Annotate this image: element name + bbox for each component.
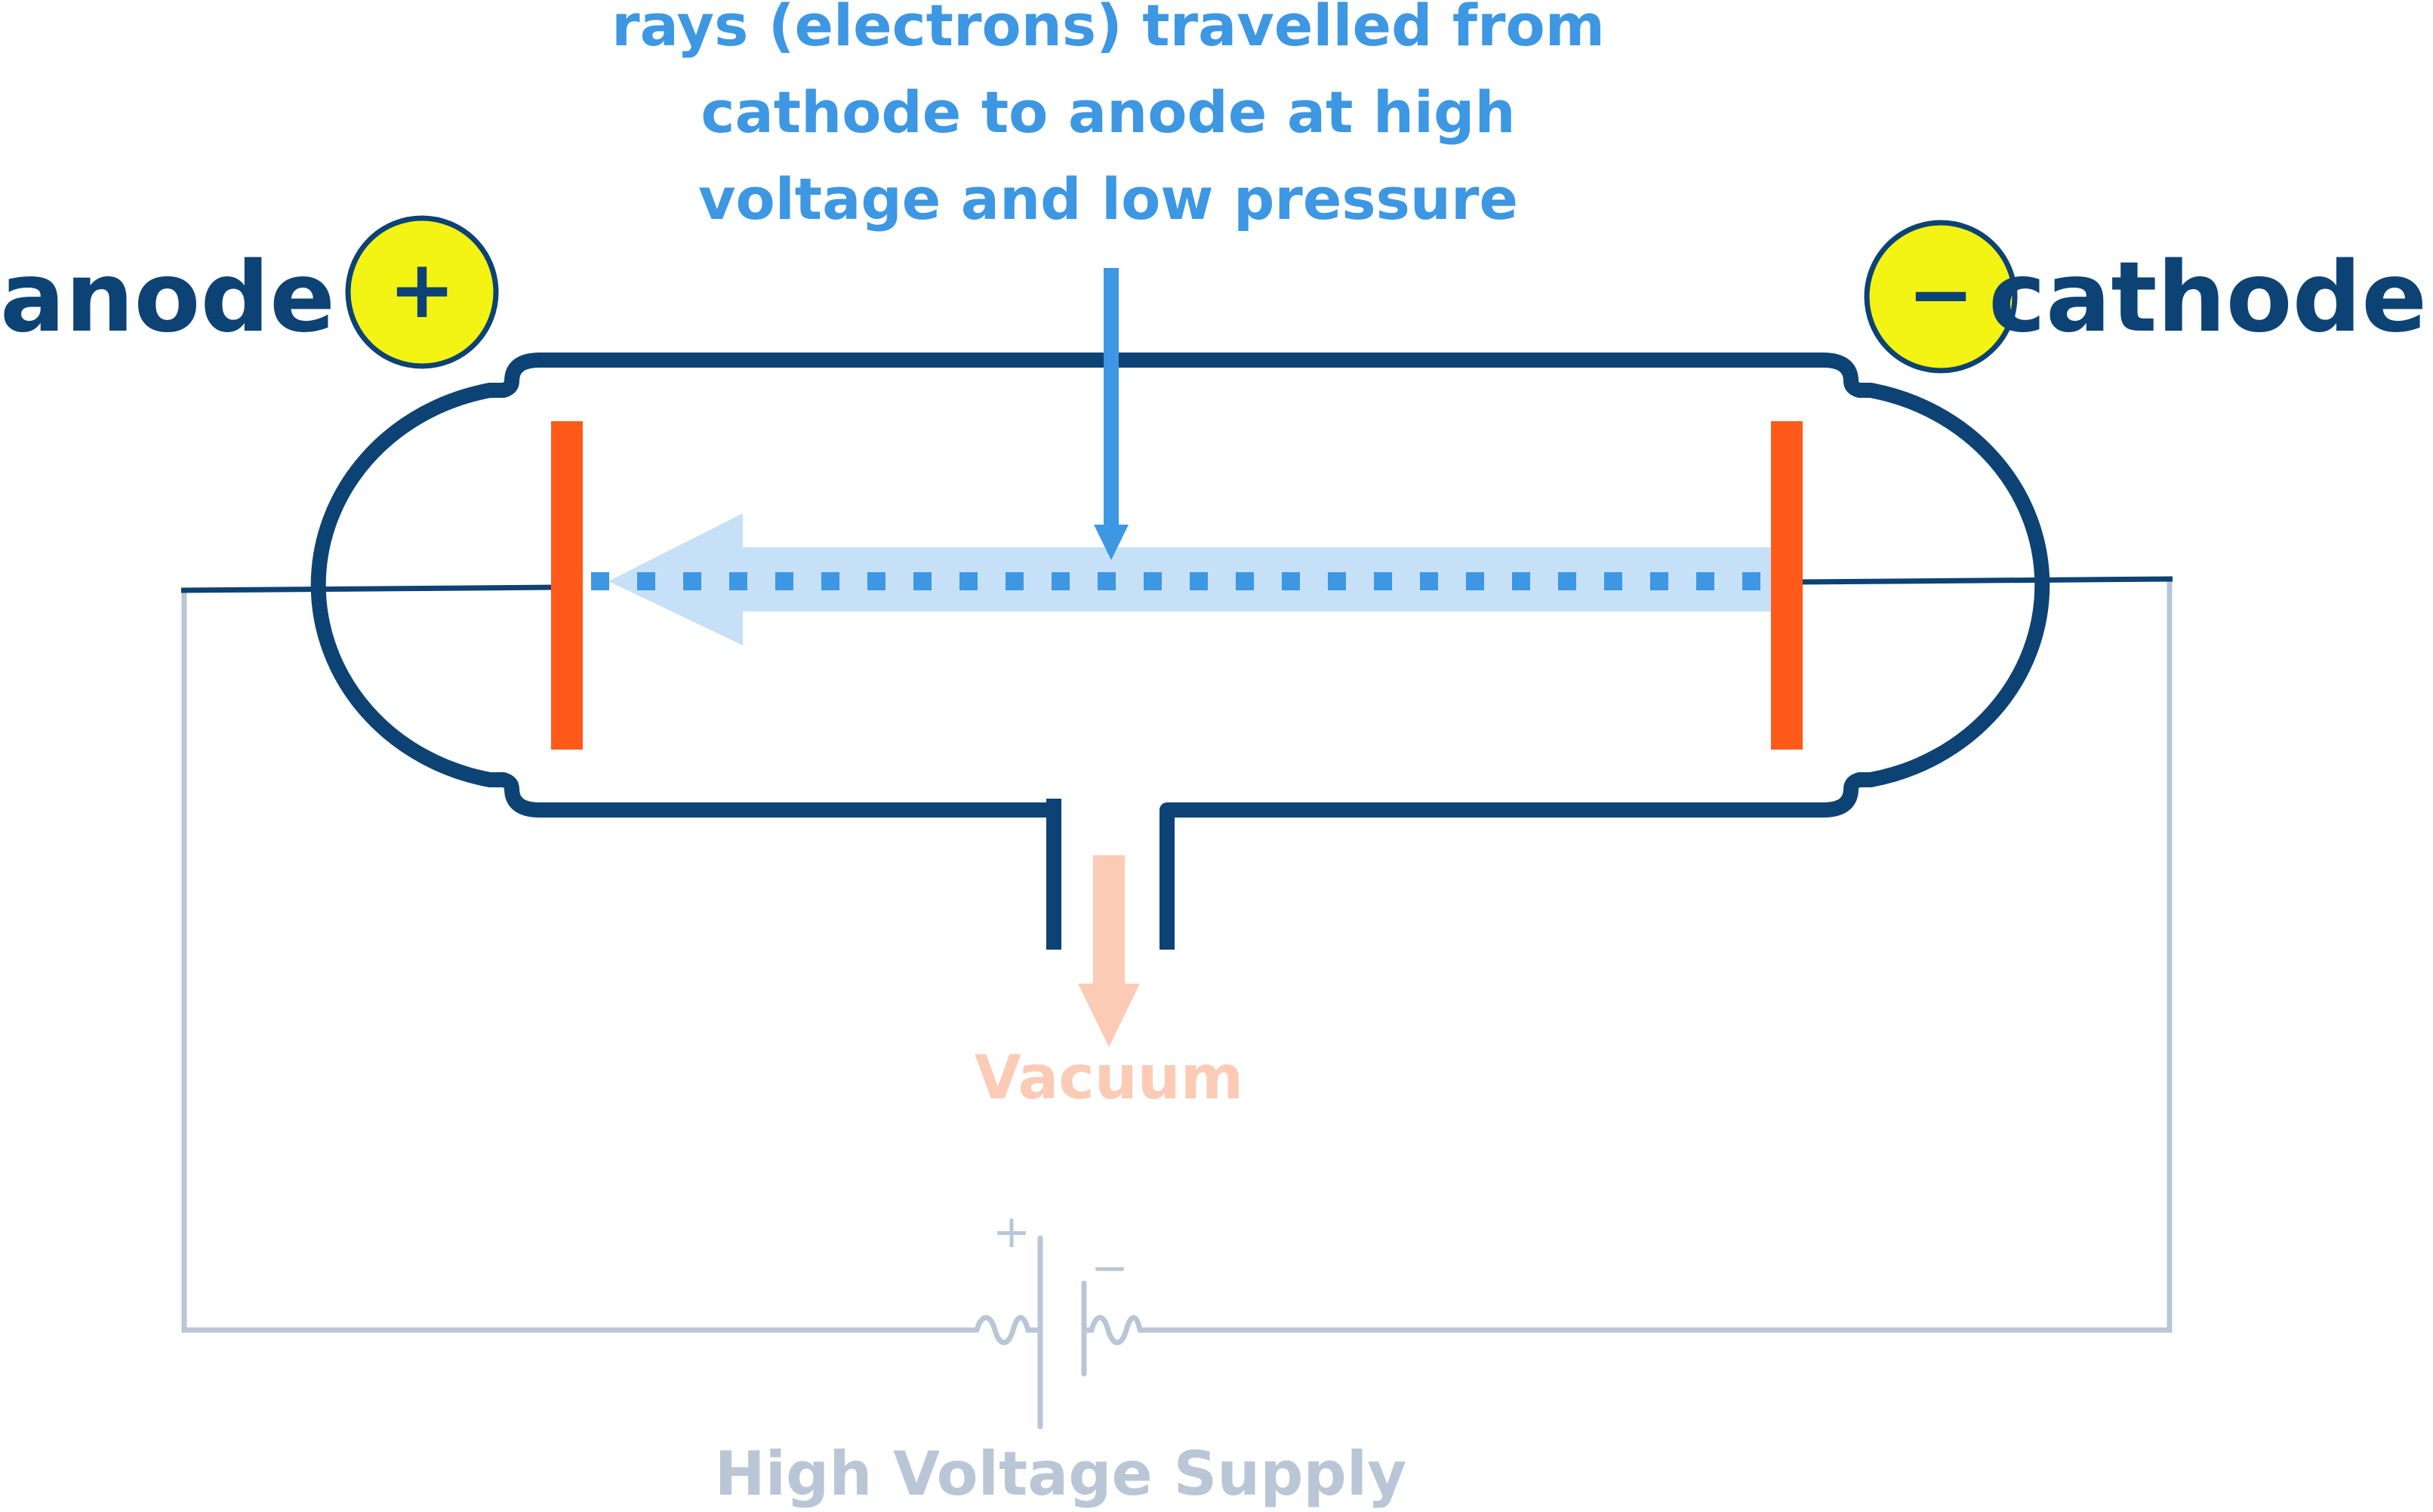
rays-label-line-2: cathode to anode at high — [701, 79, 1515, 146]
battery-coil-right — [1081, 1315, 1143, 1345]
rays-label-line-3: voltage and low pressure — [698, 165, 1518, 232]
supply-label: High Voltage Supply — [715, 1439, 1407, 1509]
battery-plus-label: + — [993, 1206, 1030, 1258]
battery-coil-left — [974, 1315, 1043, 1345]
anode-sign: + — [389, 243, 456, 336]
anode-electrode — [551, 421, 583, 750]
cathode-sign: − — [1908, 248, 1975, 340]
cathode-electrode — [1771, 421, 1803, 750]
lead-wires — [180, 576, 2173, 593]
vacuum-arrow — [1078, 855, 1140, 1047]
circuit-wire-left — [181, 589, 977, 1333]
lead-wire-left — [180, 584, 558, 593]
anode-label: anode — [0, 242, 335, 354]
cathode-terminal-badge: − — [1864, 220, 2018, 374]
anode-terminal-badge: + — [345, 215, 499, 369]
circuit-wires — [181, 580, 2173, 1333]
lead-wire-right — [1794, 576, 2173, 585]
battery-minus-label: − — [1091, 1242, 1129, 1295]
vacuum-label: Vacuum — [975, 1042, 1243, 1113]
rays-pointer-arrow — [1094, 268, 1129, 560]
glass-tube-outline — [310, 353, 2050, 950]
circuit-wire-right — [1140, 580, 2173, 1333]
rays-label-line-1: rays (electrons) travelled from — [611, 0, 1605, 59]
cathode-label: cathode — [1988, 242, 2427, 354]
battery-symbol — [974, 1235, 1143, 1430]
